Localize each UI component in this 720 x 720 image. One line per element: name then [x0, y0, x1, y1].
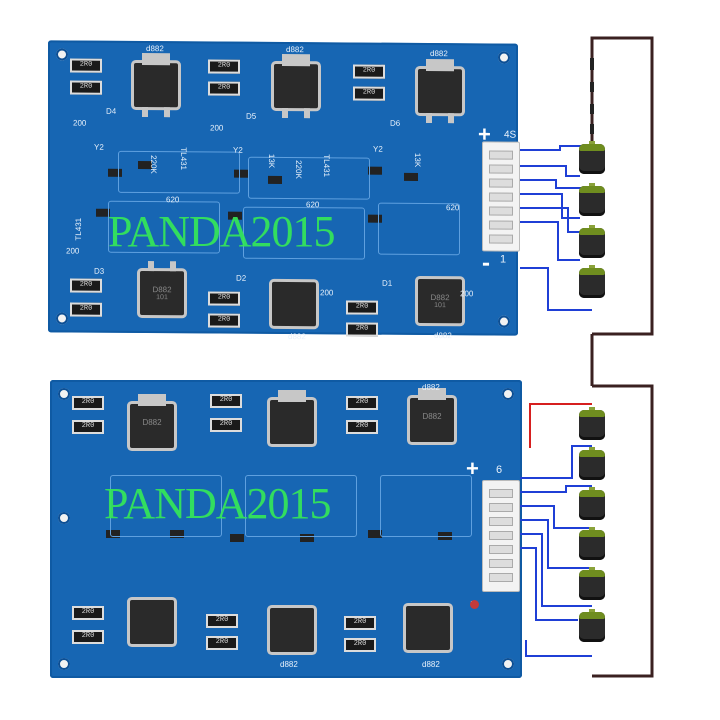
sot-chip [106, 530, 120, 538]
resistor: 2R0 [72, 420, 104, 434]
mount-hole [502, 388, 514, 400]
resistor: 2R0 [344, 638, 376, 652]
connector-label: 6 [496, 464, 503, 476]
transistor [130, 600, 174, 644]
transistor-label: d882 [422, 660, 440, 669]
jst-connector [482, 480, 520, 592]
copper-trace [245, 475, 357, 537]
battery-cell [579, 141, 605, 174]
sot-chip [300, 534, 314, 542]
battery-cell [579, 527, 605, 560]
resistor: 2R0 [210, 394, 242, 408]
resistor: 2R0 [72, 396, 104, 410]
resistor: 2R0 [346, 420, 378, 434]
battery-cell [579, 407, 605, 440]
transistor-label: d882 [280, 660, 298, 669]
resistor: 2R0 [72, 630, 104, 644]
resistor: 2R0 [344, 616, 376, 630]
resistor: 2R0 [206, 636, 238, 650]
transistor: D882 [130, 394, 174, 448]
transistor [406, 606, 450, 650]
led-indicator [470, 600, 479, 609]
transistor: D882 [410, 388, 454, 442]
battery-cell [579, 183, 605, 216]
watermark-text: PANDA2015 [104, 479, 332, 528]
battery-cell [579, 567, 605, 600]
plus-mark: + [466, 456, 479, 481]
frame-top [590, 36, 654, 336]
transistor-label: d882 [422, 383, 440, 392]
copper-trace [110, 475, 222, 537]
sot-chip [170, 530, 184, 538]
mount-hole [58, 512, 70, 524]
resistor: 2R0 [72, 606, 104, 620]
battery-cell [579, 225, 605, 258]
transistor [270, 608, 314, 652]
mount-hole [58, 658, 70, 670]
resistor: 2R0 [210, 418, 242, 432]
battery-cell [579, 265, 605, 298]
positive-wire [529, 403, 592, 448]
mount-hole [502, 658, 514, 670]
battery-cell [579, 447, 605, 480]
resistor: 2R0 [346, 396, 378, 410]
balance-wires-bottom [520, 445, 592, 657]
sot-chip [230, 534, 244, 542]
sot-chip [368, 530, 382, 538]
watermark-text: PANDA2015 [108, 207, 336, 256]
copper-trace [380, 475, 472, 537]
resistor: 2R0 [206, 614, 238, 628]
battery-cell [579, 487, 605, 520]
transistor [270, 390, 314, 444]
frame-bottom [592, 384, 654, 678]
pcb-board-bottom: 2R0 2R0 2R0 2R0 2R0 2R0 2R0 2R0 2R0 2R0 … [50, 380, 522, 678]
battery-cell [579, 609, 605, 642]
mount-hole [58, 388, 70, 400]
